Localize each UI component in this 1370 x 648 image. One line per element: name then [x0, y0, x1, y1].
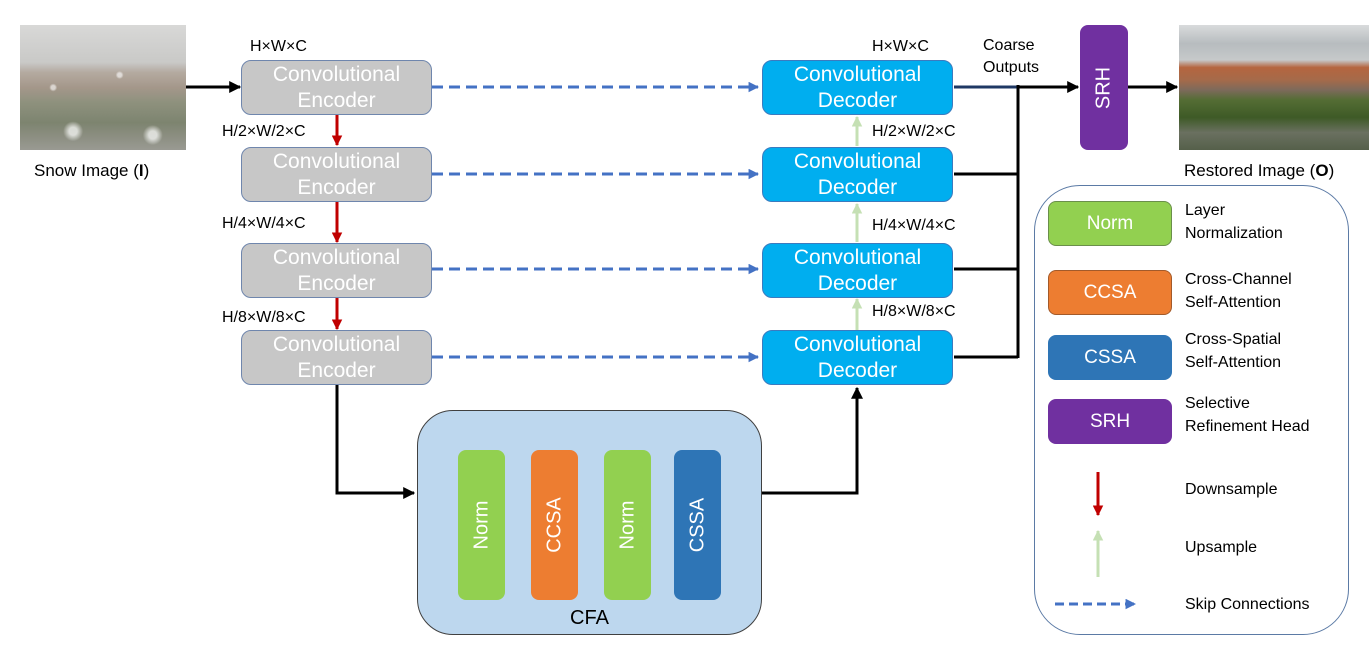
legend-arrow-samples — [1055, 472, 1137, 610]
snow-image-caption: Snow Image (I) — [34, 161, 150, 180]
encoder-label-line2: Encoder — [297, 358, 376, 382]
decoder-label-line1: Convolutional — [793, 149, 922, 173]
srh-block: SRH — [1080, 25, 1128, 150]
decoder-label-line2: Decoder — [817, 175, 898, 199]
encoder-block-2: Convolutional Encoder — [241, 147, 432, 202]
decoder-label-line2: Decoder — [817, 271, 898, 295]
legend-desc-line: Self-Attention — [1185, 354, 1282, 371]
decoder-label-line1: Convolutional — [793, 332, 922, 356]
legend-downsample-label: Downsample — [1185, 481, 1278, 498]
encoder-dim-label: H/4×W/4×C — [222, 215, 306, 232]
coarse-outputs-line2: Outputs — [983, 59, 1040, 76]
cfa-to-decoder-line — [762, 386, 863, 495]
decoder-label-line2: Decoder — [817, 88, 898, 112]
legend-swatch-label: CCSA — [1083, 281, 1137, 303]
legend-swatch-label: Norm — [1086, 212, 1134, 234]
encoder-to-cfa-line — [335, 384, 416, 499]
coarse-outputs-label: Coarse Outputs — [983, 35, 1039, 79]
encoder-dim-label: H/8×W/8×C — [222, 309, 306, 326]
coarse-outputs-line1: Coarse — [983, 37, 1035, 54]
legend-swatch-label: SRH — [1089, 410, 1131, 432]
encoder-label-line2: Encoder — [297, 88, 376, 112]
encoder-block-4: Convolutional Encoder — [241, 330, 432, 385]
restored-image-caption: Restored Image (O) — [1184, 161, 1335, 180]
decoder-block-2: Convolutional Decoder — [762, 147, 953, 202]
cfa-cssa-block: CSSA — [674, 450, 721, 600]
cfa-title: CFA — [570, 607, 609, 629]
decoder-dim-label: H/2×W/2×C — [872, 123, 956, 140]
cfa-module: Norm CCSA Norm CSSA CFA — [417, 410, 762, 635]
decoder-dim-label: H/4×W/4×C — [872, 217, 956, 234]
encoder-label-line2: Encoder — [297, 175, 376, 199]
encoder-block-1: Convolutional Encoder — [241, 60, 432, 115]
legend-swatch-label: CSSA — [1084, 346, 1136, 368]
legend-desc-line: Refinement Head — [1185, 418, 1310, 435]
encoder-block-3: Convolutional Encoder — [241, 243, 432, 298]
decoder-block-4: Convolutional Decoder — [762, 330, 953, 385]
encoder-label-line1: Convolutional — [272, 245, 401, 269]
legend-desc-line: Layer — [1185, 202, 1226, 219]
legend-desc-line: Cross-Channel — [1185, 271, 1292, 288]
legend-srh-swatch: SRH — [1048, 399, 1172, 444]
decoder-dim-label: H×W×C — [872, 38, 929, 55]
encoder-label-line2: Encoder — [297, 271, 376, 295]
encoder-dim-label: H/2×W/2×C — [222, 123, 306, 140]
decoder-block-3: Convolutional Decoder — [762, 243, 953, 298]
cfa-block-label: Norm — [616, 500, 638, 550]
decoder-block-1: Convolutional Decoder — [762, 60, 953, 115]
legend-desc-line: Normalization — [1185, 225, 1283, 242]
cfa-norm-block-1: Norm — [458, 450, 505, 600]
snow-image — [20, 25, 186, 150]
encoder-label-line1: Convolutional — [272, 62, 401, 86]
decoder-label-line2: Decoder — [817, 358, 898, 382]
legend-desc-line: Self-Attention — [1185, 294, 1282, 311]
encoder-dim-label: H×W×C — [250, 38, 307, 55]
encoder-label-line1: Convolutional — [272, 332, 401, 356]
restored-image — [1179, 25, 1369, 150]
cfa-norm-block-2: Norm — [604, 450, 651, 600]
legend-ccsa-swatch: CCSA — [1048, 270, 1172, 315]
decoder-dim-label: H/8×W/8×C — [872, 303, 956, 320]
legend-skip-label: Skip Connections — [1185, 596, 1310, 613]
legend-upsample-label: Upsample — [1185, 539, 1258, 556]
legend-desc-line: Selective — [1185, 395, 1250, 412]
legend-norm-swatch: Norm — [1048, 201, 1172, 246]
cfa-block-label: CCSA — [543, 497, 565, 553]
cfa-ccsa-block: CCSA — [531, 450, 578, 600]
decoder-label-line1: Convolutional — [793, 245, 922, 269]
cfa-block-label: CSSA — [686, 497, 708, 553]
encoder-label-line1: Convolutional — [272, 149, 401, 173]
legend-desc-line: Cross-Spatial — [1185, 331, 1282, 348]
legend-cssa-swatch: CSSA — [1048, 335, 1172, 380]
decoder-label-line1: Convolutional — [793, 62, 922, 86]
cfa-block-label: Norm — [470, 500, 492, 550]
srh-label: SRH — [1092, 66, 1115, 109]
